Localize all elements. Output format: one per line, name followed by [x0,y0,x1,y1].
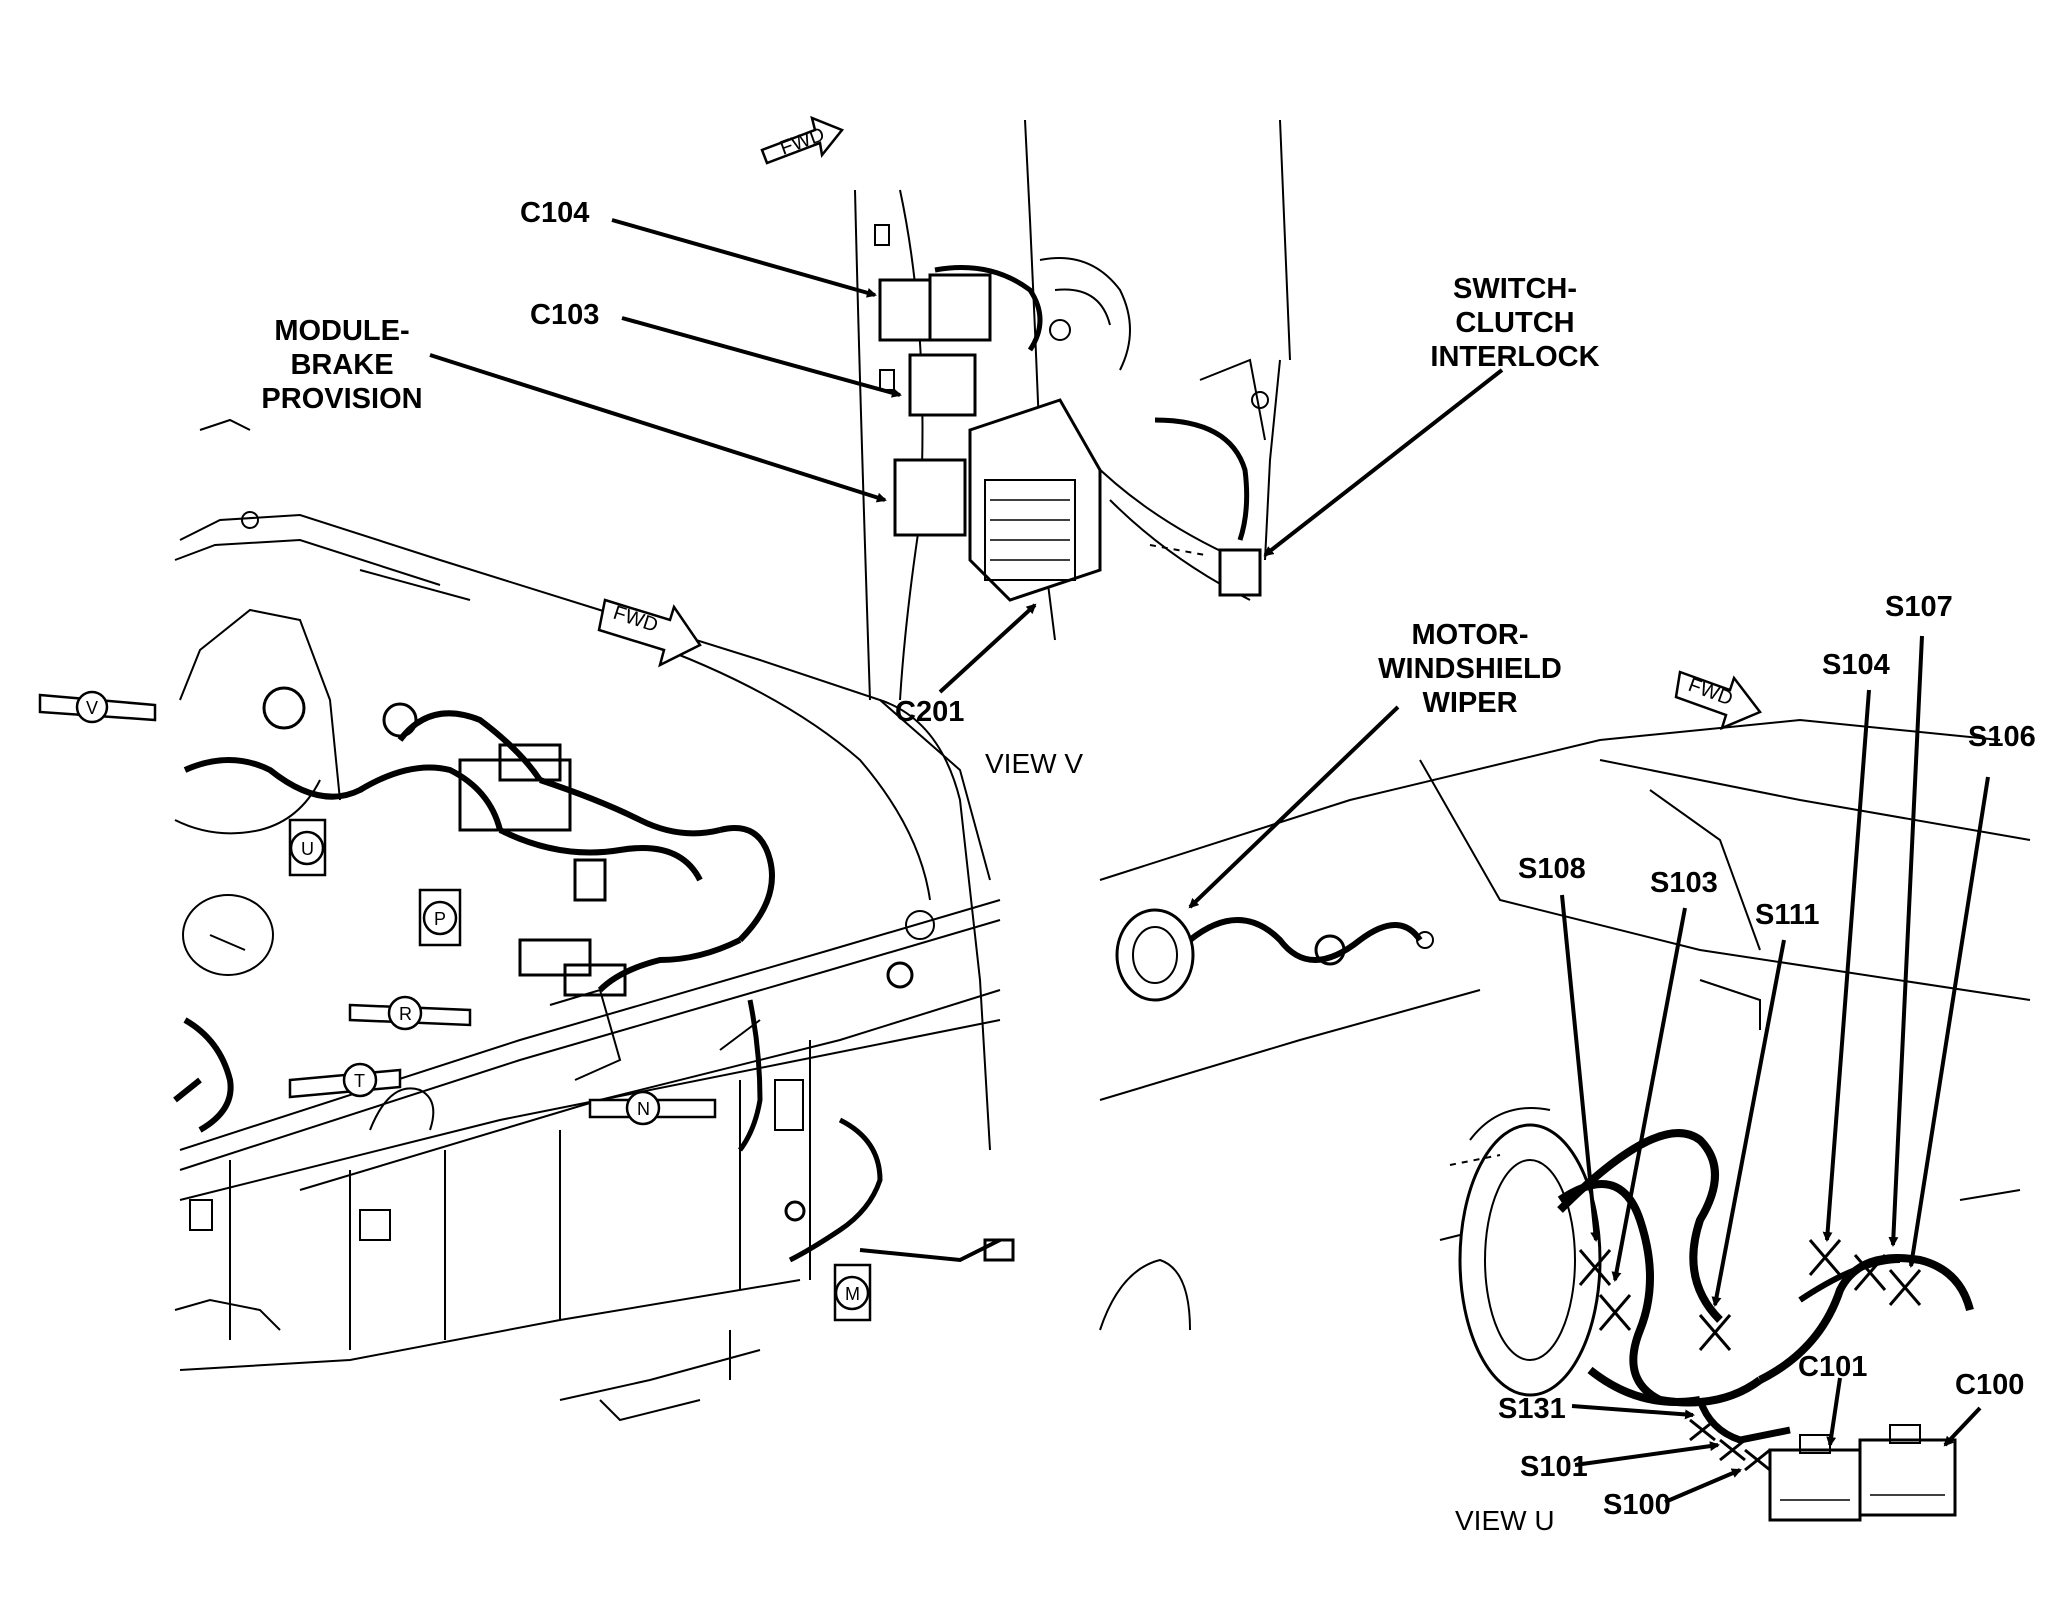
label-s107: S107 [1885,591,1953,623]
label-c100: C100 [1955,1369,2025,1401]
view-v-drawing: FWD [760,115,1291,701]
fwd-arrow-view-u: FWD [1674,670,1762,731]
fwd-arrow-main: FWD [597,598,702,668]
label-module-brake-provision: MODULE- BRAKE PROVISION [261,315,423,415]
splice-marks [1578,1239,1922,1472]
label-c101: C101 [1798,1351,1868,1383]
fwd-label: FWD [777,123,827,159]
label-view-u: VIEW U [1455,1505,1555,1536]
svg-text:U: U [301,839,314,859]
engine-compartment-drawing: FWD [173,418,1015,1422]
label-s108: S108 [1518,853,1586,885]
label-s111: S111 [1755,899,1820,931]
label-switch-clutch-interlock: SWITCH- CLUTCH INTERLOCK [1430,273,1600,373]
svg-text:R: R [399,1004,412,1024]
label-c201: C201 [895,696,965,728]
view-marker-n: N [588,1090,717,1126]
view-marker-t: T [288,1062,402,1099]
view-marker-m: M [833,1263,872,1322]
svg-text:N: N [637,1099,650,1119]
label-s103: S103 [1650,867,1718,899]
label-s100: S100 [1603,1489,1671,1521]
view-marker-u: U [288,818,327,877]
view-markers: V U P R T N M [38,690,872,1322]
svg-text:V: V [86,698,98,718]
leader-arrows [429,218,1990,1504]
svg-text:M: M [845,1284,860,1304]
svg-text:P: P [434,909,446,929]
label-s106: S106 [1968,721,2036,753]
label-motor-windshield-wiper: MOTOR- WINDSHIELD WIPER [1378,619,1562,719]
view-marker-v: V [38,690,157,724]
svg-text:T: T [354,1071,365,1091]
fwd-arrow-view-v: FWD [760,115,845,165]
view-marker-r: R [348,995,472,1031]
label-view-v: VIEW V [985,748,1084,779]
label-s104: S104 [1822,649,1890,681]
view-u-drawing: FWD [1099,670,2031,1522]
label-s131: S131 [1498,1393,1566,1425]
label-c104: C104 [520,197,590,229]
label-s101: S101 [1520,1451,1588,1483]
view-marker-p: P [418,888,462,947]
label-c103: C103 [530,299,600,331]
